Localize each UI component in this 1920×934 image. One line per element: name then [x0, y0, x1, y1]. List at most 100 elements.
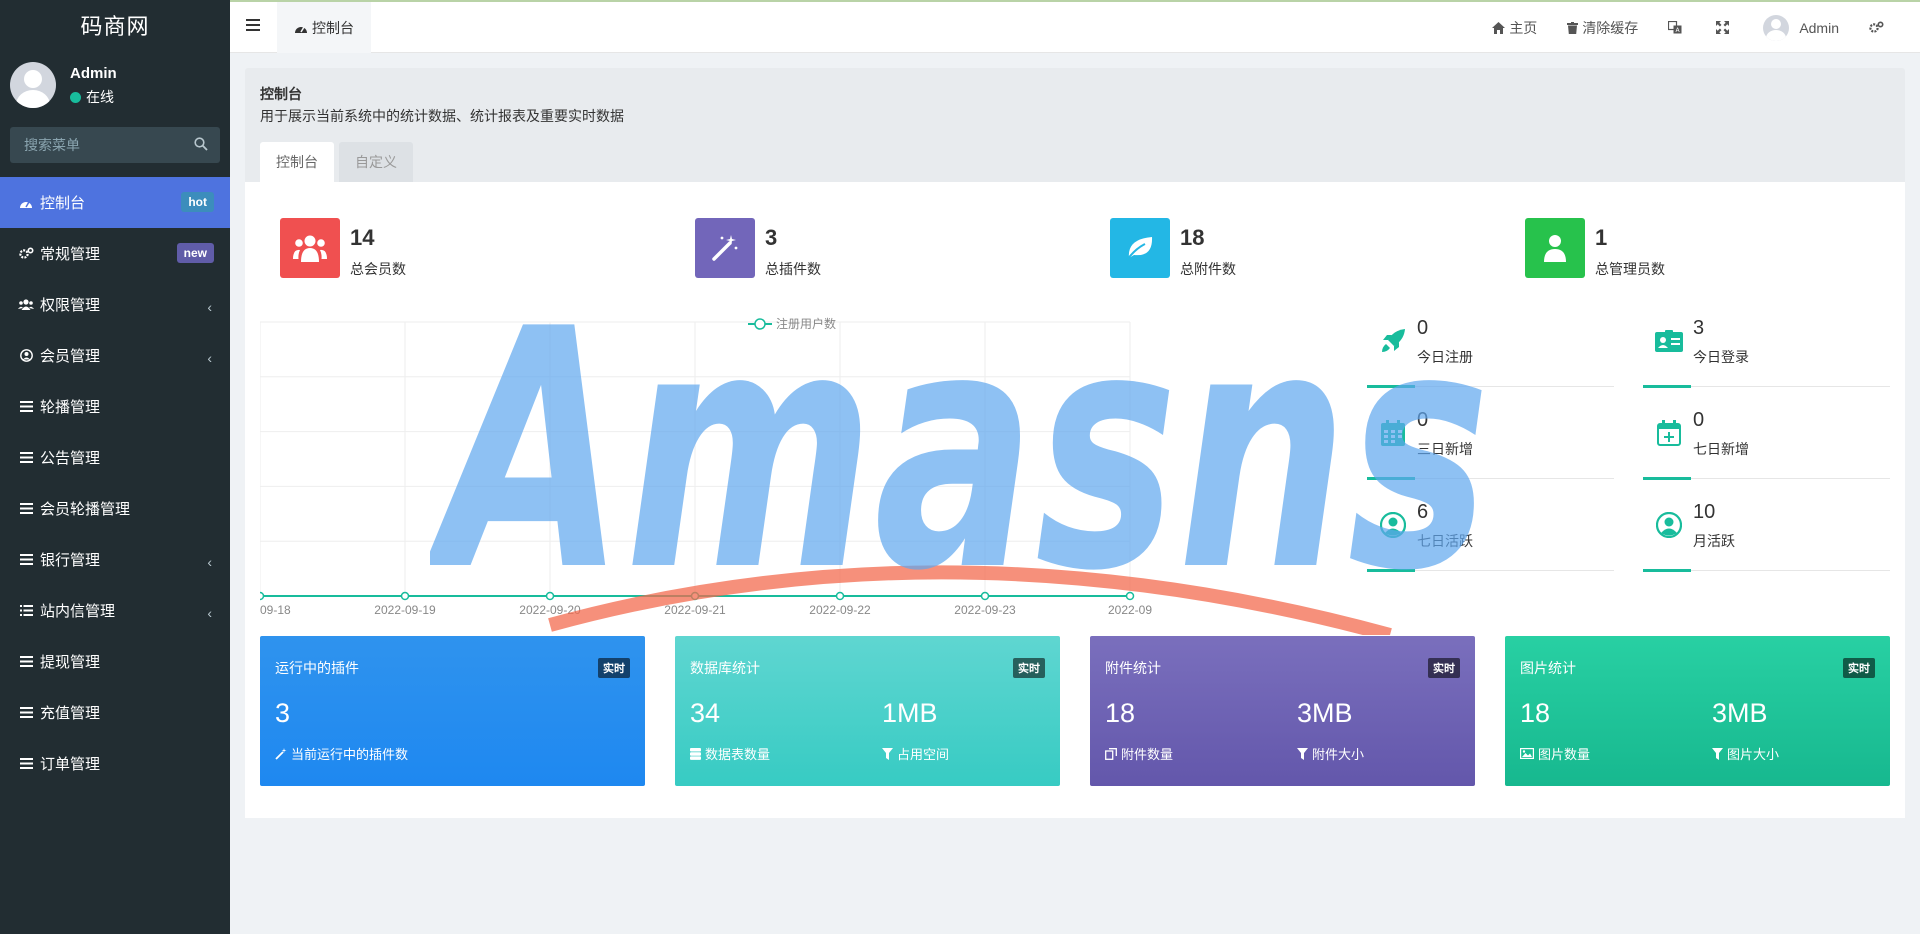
sidebar-item-label: 控制台: [40, 195, 86, 212]
fullscreen-button[interactable]: [1716, 21, 1733, 34]
svg-text:A: A: [1676, 27, 1681, 34]
card-label-text: 占用空间: [897, 747, 950, 762]
data-point: [1125, 591, 1135, 601]
card-attachment-stats: 附件统计 实时 18 附件数量 3MB 附件大小: [1090, 636, 1475, 786]
sidebar-item-member-carousel[interactable]: 会员轮播管理: [0, 483, 230, 534]
sidebar-item-notices[interactable]: 公告管理: [0, 432, 230, 483]
mini-stat-seven-day-active: 6 七日活跃: [1367, 499, 1614, 572]
clear-cache-button[interactable]: 清除缓存: [1567, 18, 1638, 38]
mini-stat-label: 七日新增: [1693, 441, 1749, 457]
user-menu[interactable]: Admin: [1763, 14, 1839, 41]
user-panel: Admin 在线: [0, 53, 230, 123]
sidebar-item-carousel[interactable]: 轮播管理: [0, 381, 230, 432]
user-icon: [1525, 218, 1585, 278]
home-link[interactable]: 主页: [1492, 18, 1537, 38]
sidebar-item-general[interactable]: 常规管理 new: [0, 228, 230, 279]
language-button[interactable]: A: [1668, 21, 1686, 34]
menu-search-input[interactable]: [10, 127, 220, 163]
sidebar-item-dashboard[interactable]: 控制台 hot: [0, 177, 230, 228]
topbar-actions: 主页 清除缓存 A Admin: [1492, 2, 1920, 53]
list-icon: [18, 450, 34, 466]
x-tick-label: 2022-09-22: [809, 603, 871, 617]
mini-stat-today-register: 0 今日注册: [1367, 315, 1614, 388]
legend-marker: [754, 318, 766, 330]
sidebar-item-members[interactable]: 会员管理 ‹: [0, 330, 230, 381]
realtime-badge: 实时: [1013, 658, 1045, 678]
admin-label: Admin: [1799, 19, 1839, 36]
search-icon[interactable]: [194, 137, 208, 151]
x-tick-label: 2022-09: [1108, 603, 1152, 617]
members-icon: [280, 218, 340, 278]
avatar: [10, 62, 56, 108]
mini-stat-label: 三日新增: [1417, 441, 1473, 457]
card-label: 附件大小: [1297, 744, 1364, 763]
home-label: 主页: [1509, 19, 1538, 36]
calendar-icon: [1379, 419, 1407, 447]
card-label-text: 图片数量: [1538, 747, 1591, 762]
mini-stat-label: 今日登录: [1693, 349, 1749, 365]
magic-wand-icon: [275, 747, 287, 760]
hot-badge: hot: [181, 192, 214, 212]
data-point: [690, 591, 700, 601]
mini-stat-label: 今日注册: [1417, 349, 1473, 365]
mini-stat-today-login: 3 今日登录: [1643, 315, 1890, 388]
mini-stat-value: 6: [1417, 501, 1429, 523]
sidebar-item-orders[interactable]: 订单管理: [0, 738, 230, 789]
tab-dashboard[interactable]: 控制台: [260, 142, 334, 182]
sidebar-item-label: 银行管理: [40, 552, 101, 569]
realtime-badge: 实时: [1843, 658, 1875, 678]
page-title: 控制台: [260, 86, 302, 102]
stat-value: 14: [350, 225, 375, 250]
user-name: Admin: [70, 65, 117, 82]
user-status-label: 在线: [86, 89, 114, 105]
stat-admins: 1 总管理员数: [1525, 218, 1665, 280]
realtime-badge: 实时: [598, 658, 630, 678]
x-tick-label: 09-18: [260, 603, 291, 617]
page-description: 用于展示当前系统中的统计数据、统计报表及重要实时数据: [260, 108, 624, 124]
calendar-plus-icon: [1655, 419, 1683, 447]
tab-dashboard[interactable]: 控制台: [277, 2, 371, 53]
sidebar-item-messages[interactable]: 站内信管理 ‹: [0, 585, 230, 636]
translate-icon: A: [1668, 21, 1682, 34]
x-tick-label: 2022-09-19: [374, 603, 436, 617]
menu-toggle-icon[interactable]: [246, 18, 260, 32]
mini-stat-value: 3: [1693, 317, 1705, 339]
card-label: 图片数量: [1520, 744, 1590, 763]
card-title: 运行中的插件: [275, 660, 359, 676]
mini-stat-monthly-active: 10 月活跃: [1643, 499, 1890, 572]
settings-button[interactable]: [1869, 21, 1888, 34]
clear-cache-label: 清除缓存: [1582, 19, 1639, 36]
sidebar-item-bank[interactable]: 银行管理 ‹: [0, 534, 230, 585]
sidebar-item-withdraw[interactable]: 提现管理: [0, 636, 230, 687]
list-ul-icon: [18, 603, 34, 619]
rocket-icon: [1379, 327, 1407, 355]
magic-wand-icon: [695, 218, 755, 278]
main-content: 控制台 用于展示当前系统中的统计数据、统计报表及重要实时数据 控制台 自定义 1…: [245, 68, 1905, 818]
filter-icon: [1297, 747, 1308, 760]
card-label: 数据表数量: [690, 744, 770, 763]
list-icon: [18, 705, 34, 721]
list-icon: [18, 552, 34, 568]
sidebar-item-permissions[interactable]: 权限管理 ‹: [0, 279, 230, 330]
sidebar-item-label: 轮播管理: [40, 399, 101, 416]
card-label-text: 当前运行中的插件数: [291, 747, 409, 762]
data-point: [980, 591, 990, 601]
mini-stat-seven-days: 0 七日新增: [1643, 407, 1890, 480]
x-tick-label: 2022-09-23: [954, 603, 1016, 617]
filter-icon: [882, 747, 893, 760]
user-circle-icon: [1379, 511, 1407, 539]
app-logo[interactable]: 码商网: [80, 14, 150, 39]
tab-custom[interactable]: 自定义: [339, 142, 413, 182]
user-status: 在线: [70, 87, 114, 107]
card-value: 1MB: [882, 698, 938, 728]
card-value: 3: [275, 698, 291, 728]
tab-dashboard-label: 控制台: [312, 19, 354, 36]
chevron-left-icon: ‹: [207, 605, 212, 621]
stat-label: 总会员数: [350, 261, 406, 277]
avatar: [1763, 14, 1790, 41]
card-image-stats: 图片统计 实时 18 图片数量 3MB 图片大小: [1505, 636, 1890, 786]
card-value: 34: [690, 698, 721, 728]
user-circle-icon: [1655, 511, 1683, 539]
stat-label: 总管理员数: [1595, 261, 1665, 277]
sidebar-item-recharge[interactable]: 充值管理: [0, 687, 230, 738]
